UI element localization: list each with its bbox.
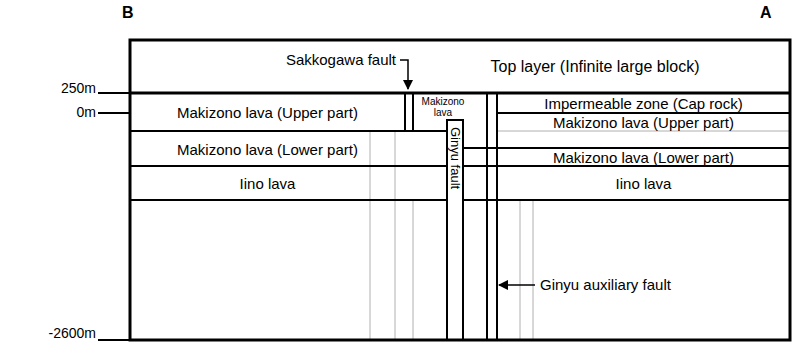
- layer-name: Iino lava: [616, 176, 672, 191]
- leader-arrow: [499, 284, 535, 286]
- layer-name: Makizono lava (Lower part): [177, 142, 358, 157]
- layer-boundaries: [98, 40, 790, 340]
- layer-boundary: [130, 130, 447, 132]
- grid-lines: [370, 131, 790, 340]
- depth-label: -2600m: [49, 325, 96, 341]
- section-end-label: A: [760, 4, 772, 22]
- layer-name: Makizono lava: [418, 96, 468, 118]
- layer-name: Makizono lava (Upper part): [177, 105, 358, 120]
- layer-boundary: [130, 92, 790, 95]
- fault-column: [447, 120, 463, 340]
- layer-band: Impermeable zone (Cap rock): [497, 94, 790, 113]
- section-frame: [130, 40, 790, 340]
- layer-band: Iino lava: [130, 167, 405, 200]
- layer-boundary: [497, 112, 790, 114]
- depth-tick: [98, 339, 130, 341]
- fault-zone: Ginyu fault: [447, 121, 463, 339]
- layer-name: Impermeable zone (Cap rock): [544, 96, 742, 111]
- depth-tick: [98, 92, 130, 94]
- layer-boundary: [130, 165, 447, 167]
- leader-arrow: [400, 60, 408, 89]
- grid-line: [497, 131, 790, 132]
- depth-tick: [98, 112, 130, 114]
- layer-band: Makizono lava (Lower part): [130, 132, 405, 166]
- fault-column: [405, 93, 413, 131]
- layer-boundary: [463, 147, 790, 149]
- layer-band: Makizono lava: [413, 94, 473, 119]
- layer-boundary: [130, 199, 447, 201]
- section-end-label: B: [122, 4, 134, 22]
- layer-name: Makizono lava (Upper part): [553, 115, 734, 130]
- depth-label: 0m: [77, 104, 96, 120]
- layer-name: Top layer (Infinite large block): [491, 59, 700, 75]
- grid-line: [395, 131, 396, 340]
- grid-line: [533, 200, 534, 340]
- layer-name: Iino lava: [240, 176, 296, 191]
- depth-label: 250m: [61, 80, 96, 96]
- layer-band: Top layer (Infinite large block): [130, 41, 790, 93]
- fault-name: Ginyu fault: [448, 127, 462, 189]
- grid-line: [413, 200, 414, 340]
- fault-callout: Sakkogawa fault: [286, 51, 396, 68]
- fault-column: [487, 93, 497, 340]
- layer-band: Iino lava: [497, 167, 790, 200]
- layer-boundary: [463, 165, 790, 167]
- layer-boundary: [463, 199, 790, 201]
- layer-name: Makizono lava (Lower part): [553, 150, 734, 165]
- fault-callout: Ginyu auxiliary fault: [540, 276, 671, 293]
- grid-line: [370, 131, 371, 340]
- layer-band: Makizono lava (Upper part): [130, 94, 405, 131]
- grid-line: [520, 200, 521, 340]
- layer-band: Makizono lava (Upper part): [497, 114, 790, 131]
- layer-band: Makizono lava (Lower part): [497, 149, 790, 166]
